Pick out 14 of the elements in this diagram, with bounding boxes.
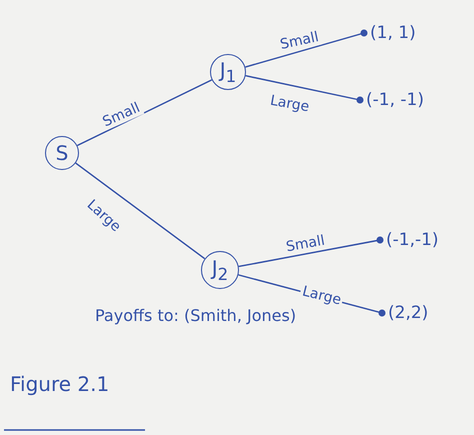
branch-line: [245, 30, 368, 68]
decision-node: J$_{1}$: [210, 54, 246, 90]
payoff-text: (1, 1): [370, 22, 416, 44]
payoff-text: (-1,-1): [386, 229, 439, 251]
branch-line: [76, 79, 212, 146]
figure-caption: Figure 2.1: [10, 372, 110, 396]
decision-node: S: [45, 136, 79, 170]
branch-line: [75, 162, 206, 260]
payoff-text: (-1, -1): [366, 89, 424, 111]
branch-line: [238, 236, 384, 268]
decision-node: J$_{2}$: [201, 251, 239, 289]
payoff-text: (2,2): [388, 302, 428, 324]
note-text: Payoffs to: (Smith, Jones): [95, 306, 296, 325]
branch-line: [245, 75, 364, 104]
